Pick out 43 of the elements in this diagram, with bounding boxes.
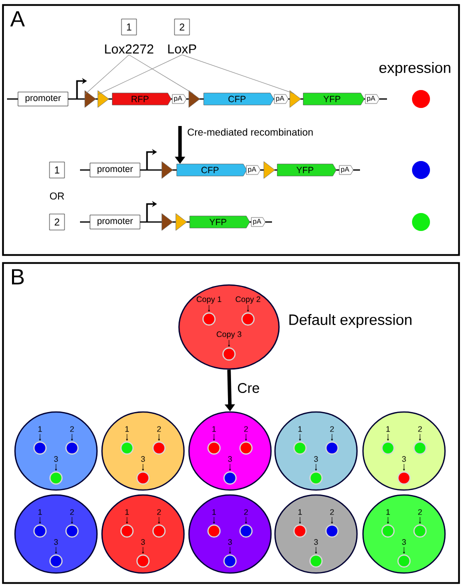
- gene-box: YFP: [190, 216, 250, 228]
- cell: 1 2 3: [188, 411, 272, 491]
- cell: 1 2 3: [101, 494, 185, 574]
- cell: 1 2 3: [362, 494, 446, 574]
- cell: 1 2 3: [14, 494, 98, 574]
- number-box: 1: [121, 18, 137, 36]
- label: expression: [379, 62, 450, 76]
- cell: 1 2 3: [274, 411, 358, 491]
- promoter-box: promoter: [90, 162, 140, 178]
- gene-box: RFP: [112, 92, 172, 106]
- site-label: Lox2272: [105, 44, 154, 54]
- number-box: 2: [174, 18, 190, 36]
- leader-line: [97, 54, 182, 95]
- lox-site-triangle: [162, 161, 174, 179]
- lox-site-triangle: [98, 90, 110, 108]
- cell-label: Default expression: [289, 314, 412, 328]
- cell: Copy 1 Copy 2 Copy 3: [178, 284, 280, 370]
- cell: 1 2 3: [101, 411, 185, 491]
- cell: 1 2 3: [274, 494, 358, 574]
- lox-site-triangle: [176, 213, 188, 231]
- lox-site-triangle: [290, 90, 302, 108]
- gene-box: YFP: [277, 164, 336, 176]
- promoter-box: promoter: [90, 214, 140, 230]
- gene-box: CFP: [204, 92, 274, 106]
- lox-site-triangle: [84, 90, 96, 108]
- number-box: 1: [49, 162, 65, 178]
- number-box: 2: [49, 214, 65, 230]
- leader-line: [182, 54, 294, 94]
- gene-box: YFP: [303, 92, 364, 106]
- cell: 1 2 3: [188, 494, 272, 574]
- cell: 1 2 3: [362, 411, 446, 491]
- lox-site-triangle: [188, 90, 200, 108]
- edge-label: Cre-mediated recombination: [186, 127, 314, 137]
- label: OR: [50, 192, 64, 200]
- edge-label: Cre: [236, 382, 261, 394]
- leader-line: [84, 54, 130, 95]
- gene-box: CFP: [176, 164, 247, 176]
- promoter-box: promoter: [18, 92, 68, 106]
- lox-site-triangle: [264, 161, 276, 179]
- leader-line: [128, 54, 194, 94]
- site-label: LoxP: [168, 44, 196, 54]
- cell: 1 2 3: [14, 411, 98, 491]
- lox-site-triangle: [162, 213, 174, 231]
